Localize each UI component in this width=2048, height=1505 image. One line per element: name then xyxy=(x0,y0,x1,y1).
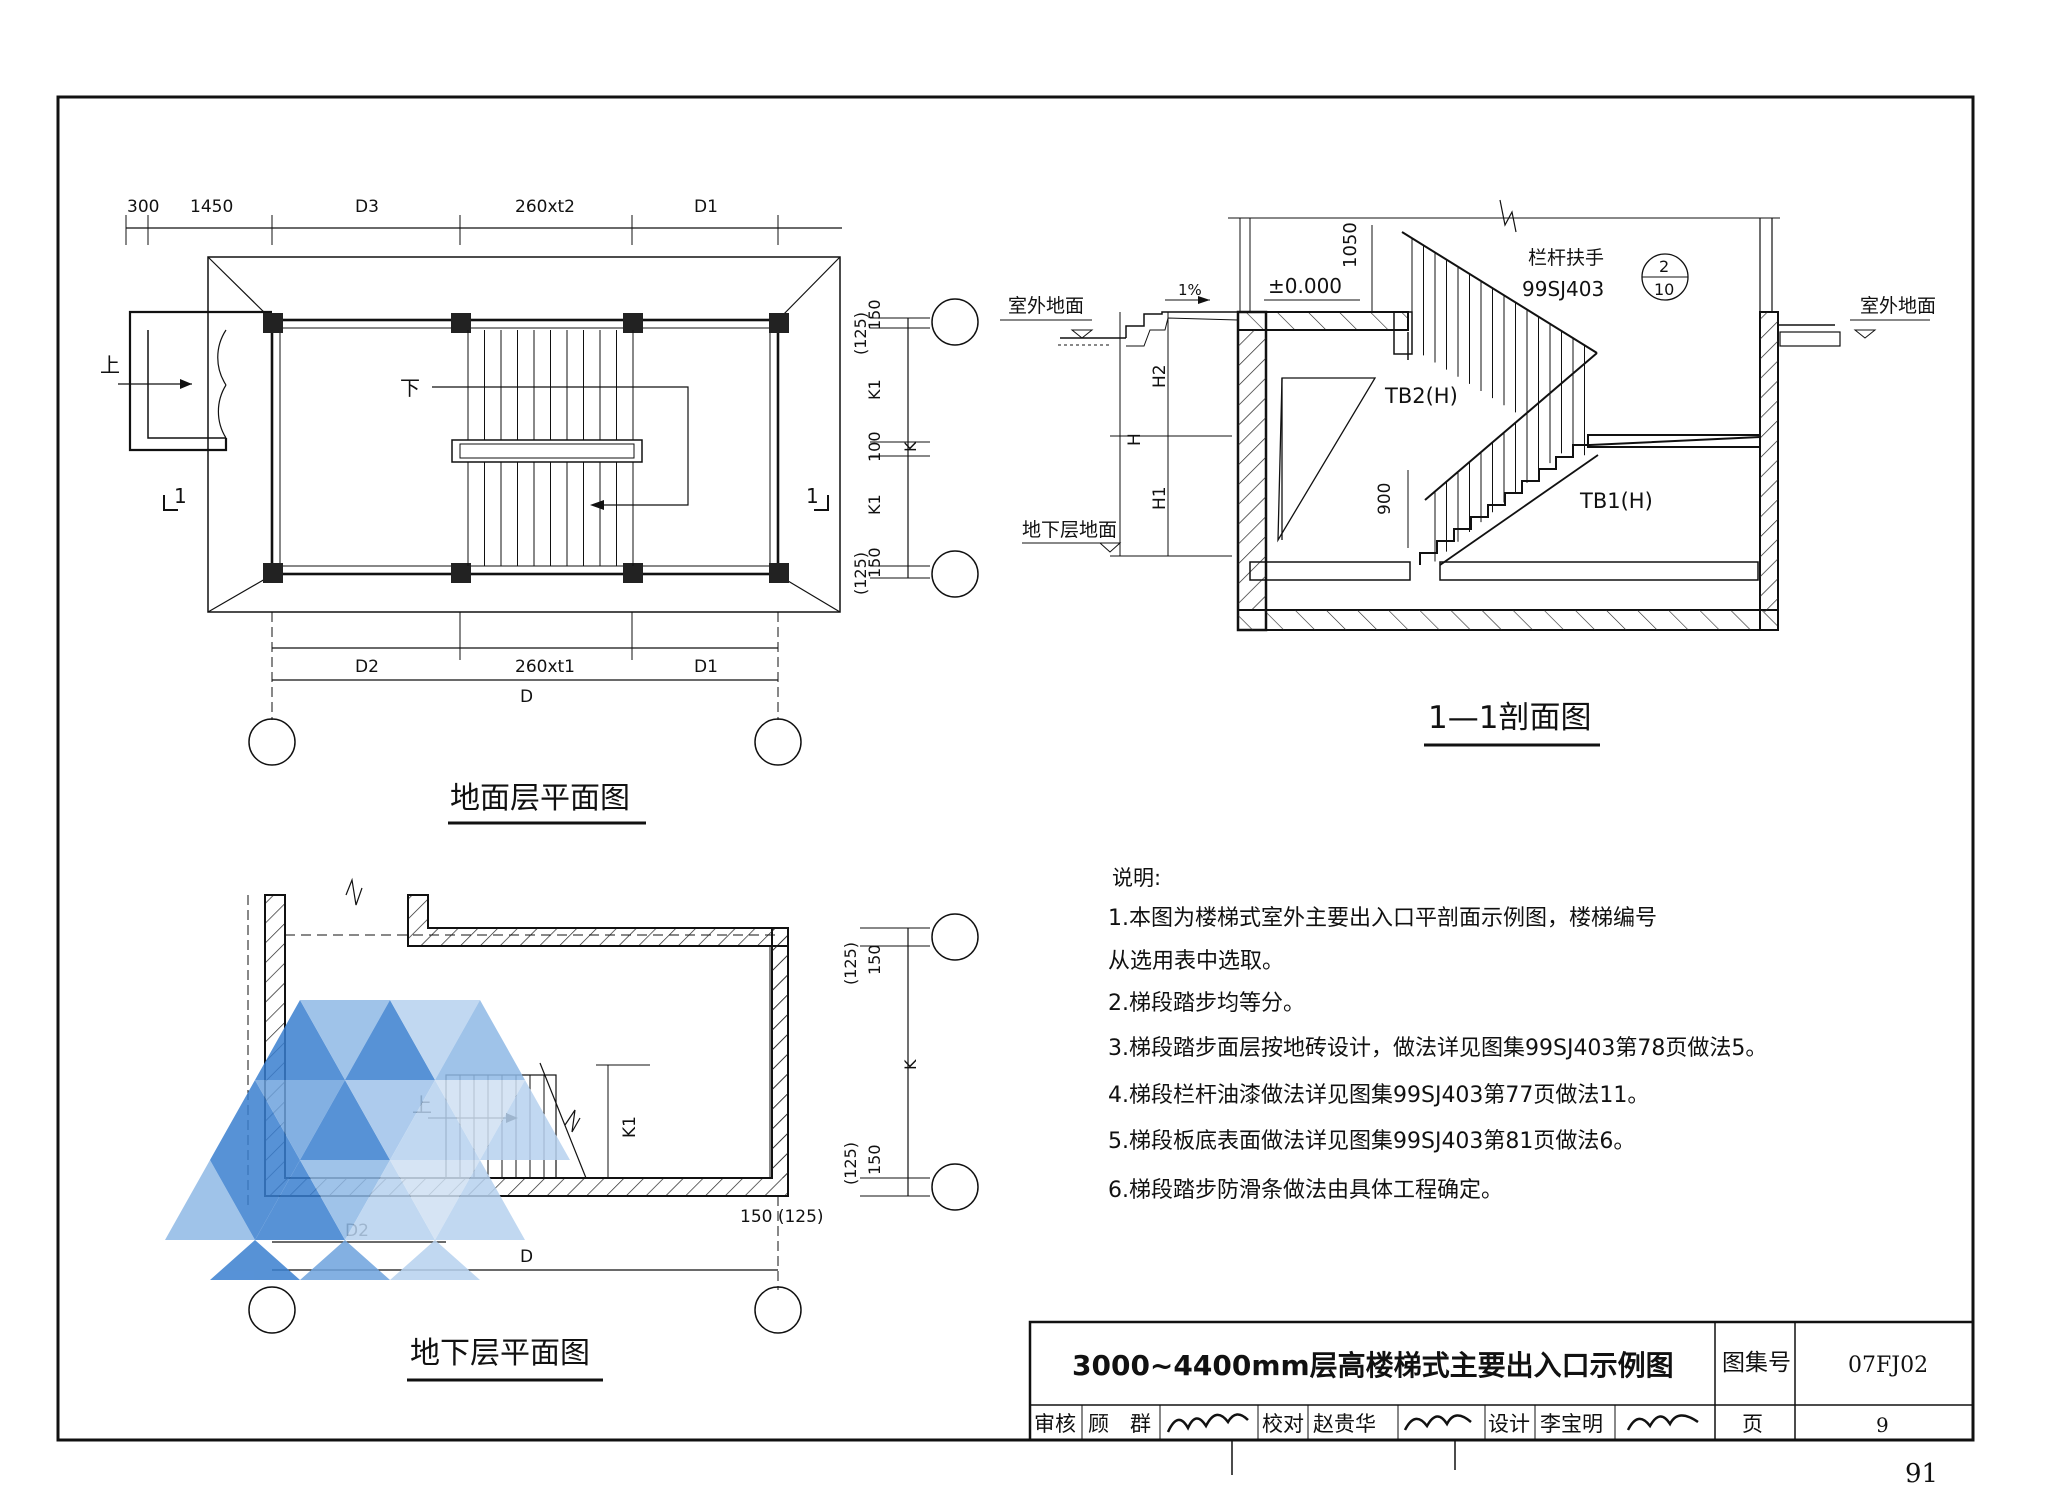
label-down: 下 xyxy=(400,376,420,400)
dim-r-k1a: K1 xyxy=(865,379,884,400)
note-3: 3.梯段踏步面层按地砖设计，做法详见图集99SJ403第78页做法5。 xyxy=(1108,1036,1767,1061)
column xyxy=(263,313,283,333)
designer-name: 李宝明 xyxy=(1540,1412,1603,1436)
h1-label: H1 xyxy=(1150,486,1170,510)
basement-floor-label: 地下层地面 xyxy=(1022,519,1117,541)
b-dim-125b: (125) xyxy=(841,1142,860,1185)
column xyxy=(451,563,471,583)
stair-upper-flight xyxy=(467,330,634,440)
checker-name: 赵贵华 xyxy=(1313,1412,1376,1436)
outdoor-ground-left: 室外地面 xyxy=(1008,295,1084,317)
railing-label: 栏杆扶手 xyxy=(1528,247,1604,269)
tb2-label: TB2(H) xyxy=(1384,384,1458,408)
dim-r-k: K xyxy=(901,441,920,452)
dim-r-150a: 150 xyxy=(865,299,884,330)
column xyxy=(623,313,643,333)
basement-dim-wall: 150 (125) xyxy=(740,1207,824,1227)
dim-r-100: 100 xyxy=(865,431,884,462)
dim-1450: 1450 xyxy=(190,197,233,217)
column xyxy=(623,563,643,583)
dim-300: 300 xyxy=(127,197,159,217)
note-1b: 从选用表中选取。 xyxy=(1108,949,1284,974)
detail-page: 10 xyxy=(1654,280,1674,299)
atlas-label: 图集号 xyxy=(1722,1350,1791,1376)
b-dim-150b: 150 xyxy=(865,1144,884,1175)
section-title: 1—1剖面图 xyxy=(1428,700,1591,736)
detail-number: 2 xyxy=(1659,257,1669,276)
railing-balusters xyxy=(1411,238,1585,562)
basement-plan-title: 地下层平面图 xyxy=(410,1336,590,1371)
ground-floor-plan: 300 1450 D3 260xt2 D1 上 xyxy=(100,197,979,825)
h2-label: H2 xyxy=(1150,364,1170,388)
stair-lower-flight xyxy=(467,462,634,566)
b-dim-125a: (125) xyxy=(841,942,860,985)
ground-plan-title: 地面层平面图 xyxy=(450,781,630,816)
tb1-label: TB1(H) xyxy=(1579,489,1653,513)
section-mark-right: 1 xyxy=(806,484,819,508)
level-zero: ±0.000 xyxy=(1268,274,1342,298)
basement-dim-d: D xyxy=(520,1247,533,1267)
page-label: 页 xyxy=(1742,1412,1763,1436)
b-dim-k: K xyxy=(901,1059,920,1070)
dim-d3: D3 xyxy=(355,197,379,217)
section-1-1: 室外地面 1% ±0.000 1050 室外地面 xyxy=(1000,199,1936,747)
review-label: 审核 xyxy=(1034,1412,1076,1436)
column xyxy=(769,563,789,583)
railing-ref: 99SJ403 xyxy=(1522,277,1604,301)
reviewer-name: 顾 群 xyxy=(1088,1412,1151,1436)
title-block: 3000~4400mm层高楼梯式主要出入口示例图 图集号 07FJ02 审核 顾… xyxy=(1028,1320,1975,1475)
label-up-entrance: 上 xyxy=(100,353,120,377)
h-label: H xyxy=(1125,433,1145,446)
section-mark-left: 1 xyxy=(174,484,187,508)
outdoor-ground-right: 室外地面 xyxy=(1860,295,1936,317)
note-6: 6.梯段踏步防滑条做法由具体工程确定。 xyxy=(1108,1178,1503,1203)
design-label: 设计 xyxy=(1488,1412,1530,1436)
sheet-border xyxy=(56,95,1975,1442)
dim-r-125a: (125) xyxy=(851,312,870,355)
column xyxy=(451,313,471,333)
atlas-number: 07FJ02 xyxy=(1848,1353,1928,1378)
slope-1pct: 1% xyxy=(1178,281,1202,299)
page-number-cell: 9 xyxy=(1876,1413,1889,1437)
column xyxy=(769,313,789,333)
dim-d: D xyxy=(520,687,533,707)
b-dim-150a: 150 xyxy=(865,944,884,975)
note-1: 1.本图为楼梯式室外主要出入口平剖面示例图，楼梯编号 xyxy=(1108,906,1657,931)
sheet-page-number: 91 xyxy=(1905,1459,1938,1489)
note-2: 2.梯段踏步均等分。 xyxy=(1108,991,1305,1016)
drawing-title: 3000~4400mm层高楼梯式主要出入口示例图 xyxy=(1072,1349,1674,1382)
dim-d1-top: D1 xyxy=(694,197,718,217)
height-1050: 1050 xyxy=(1340,222,1361,268)
notes-heading: 说明: xyxy=(1112,866,1161,890)
dim-d2: D2 xyxy=(355,657,379,677)
dim-r-150b: 150 xyxy=(865,547,884,578)
basement-k1: K1 xyxy=(620,1116,640,1138)
watermark-logo xyxy=(165,1000,570,1280)
column xyxy=(263,563,283,583)
height-900: 900 xyxy=(1375,483,1395,515)
dim-d1-bottom: D1 xyxy=(694,657,718,677)
check-label: 校对 xyxy=(1262,1412,1304,1436)
note-4: 4.梯段栏杆油漆做法详见图集99SJ403第77页做法11。 xyxy=(1108,1083,1649,1108)
dim-r-k1b: K1 xyxy=(865,494,884,515)
notes: 说明: 1.本图为楼梯式室外主要出入口平剖面示例图，楼梯编号 从选用表中选取。 … xyxy=(1108,866,1767,1203)
dim-r-125b: (125) xyxy=(851,552,870,595)
dim-260xt2: 260xt2 xyxy=(515,197,575,217)
dim-260xt1: 260xt1 xyxy=(515,657,575,677)
note-5: 5.梯段板底表面做法详见图集99SJ403第81页做法6。 xyxy=(1108,1129,1635,1154)
